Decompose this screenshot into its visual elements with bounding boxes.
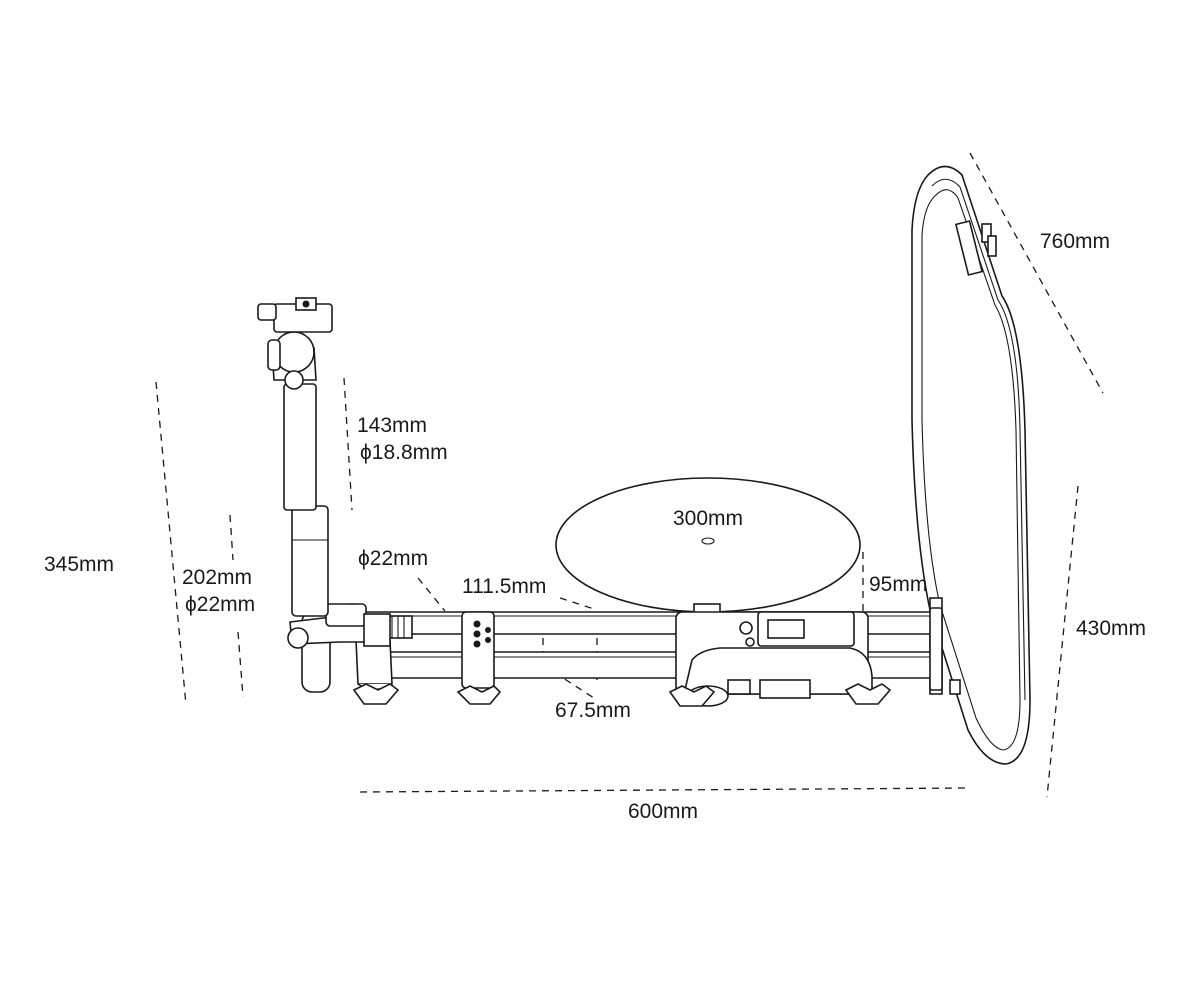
dim-line-760 (969, 152, 1104, 394)
dim-overall-length: 600mm (628, 800, 699, 823)
dim-turntable-diameter: 300mm (673, 507, 744, 530)
dim-leader-111 (559, 597, 598, 611)
dim-line-202-top (229, 514, 234, 561)
dim-reflector-height: 430mm (1076, 617, 1147, 640)
arm-upper-tube (283, 383, 317, 511)
dim-arm-upper-diameter: ϕ18.8mm (360, 441, 448, 464)
dim-leader-phi22 (417, 577, 446, 612)
dim-leader-675 (542, 664, 598, 701)
dim-reflector-diagonal: 760mm (1040, 230, 1111, 253)
dim-line-430 (1046, 485, 1079, 798)
turntable-plate (555, 477, 861, 613)
dim-line-345 (155, 381, 187, 706)
dim-overall-height: 345mm (44, 553, 115, 576)
dim-turntable-height: 95mm (869, 573, 928, 596)
knob-left (352, 683, 400, 705)
rail-end-right (929, 607, 943, 691)
dim-arm-upper-length: 143mm (357, 414, 428, 437)
dim-line-600 (359, 787, 971, 793)
rail-clamp (456, 611, 502, 705)
dim-rail-diameter: ϕ22mm (358, 547, 429, 570)
dim-rail-offset: 111.5mm (462, 575, 547, 598)
ball-head-mount-icon (257, 297, 391, 693)
dim-rail-spacing: 67.5mm (555, 699, 631, 722)
dim-line-143 (343, 377, 353, 511)
turntable-icon (555, 477, 892, 707)
dim-line-202-bottom (237, 631, 244, 698)
dim-arm-lower-diameter: ϕ22mm (185, 593, 256, 616)
dim-arm-lower-length: 202mm (182, 566, 253, 589)
arm-mid-tube (291, 505, 329, 617)
